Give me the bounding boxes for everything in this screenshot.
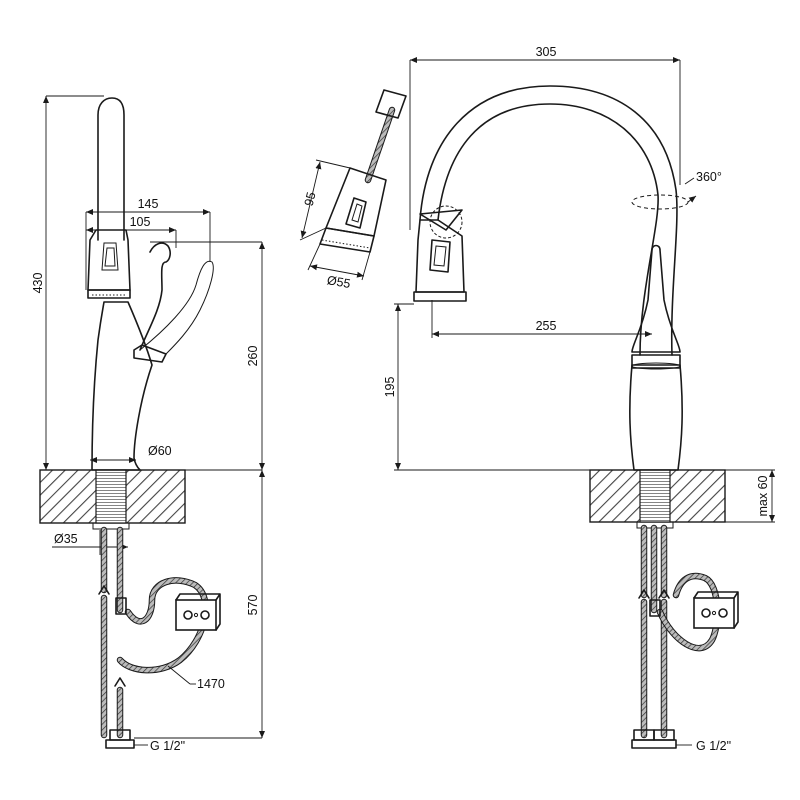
supply-hoses-right	[631, 524, 721, 749]
head-detail-nozzle	[319, 227, 375, 253]
side-view: 430 145 105 260 Ø60 Ø35	[31, 95, 265, 753]
dim-label-305: 305	[536, 45, 557, 59]
supply-hoses-left	[98, 526, 209, 749]
dim-line-d55	[309, 264, 365, 278]
mounting-sleeve-right	[639, 469, 671, 523]
sleeve-nut-left	[92, 522, 130, 530]
lever-base-side	[133, 344, 167, 363]
spray-head-front	[415, 219, 465, 293]
dim-label-1470: 1470	[197, 677, 225, 691]
head-window-front	[429, 239, 451, 273]
dim-label-d55: Ø55	[326, 273, 352, 291]
dim-label-d35: Ø35	[54, 532, 78, 546]
spout-tube-side	[97, 97, 125, 241]
aerator-side	[87, 289, 131, 299]
faucet-body-side	[91, 301, 153, 471]
collar-front	[631, 354, 681, 369]
dim-label-145: 145	[138, 197, 159, 211]
dim-label-max60: max 60	[756, 475, 770, 516]
head-window-side	[101, 242, 119, 271]
lever-handle-side	[139, 242, 171, 351]
dim-label-105: 105	[130, 215, 151, 229]
head-detail-view: 95 Ø55	[299, 89, 407, 291]
dim-line-95	[300, 161, 322, 239]
dim-label-d60: Ø60	[148, 444, 172, 458]
connection-label-right: G 1/2"	[696, 739, 731, 753]
dim-label-260: 260	[246, 346, 260, 367]
detail-marker	[429, 205, 463, 239]
rotation-label: 360°	[696, 170, 722, 184]
mounting-sleeve-left	[95, 469, 127, 524]
gooseneck-spout-inner	[419, 85, 678, 356]
dim-label-195: 195	[383, 377, 397, 398]
gooseneck-spout	[437, 103, 659, 356]
faucet-body-front	[629, 364, 683, 471]
head-detail-fitting	[375, 89, 407, 119]
head-detail-window	[345, 197, 367, 229]
dim-label-430: 430	[31, 273, 45, 294]
dim-label-570: 570	[246, 595, 260, 616]
aerator-front	[413, 291, 467, 302]
head-window-inner-side	[104, 247, 116, 267]
head-detail-body	[325, 167, 387, 237]
lever-swing-outline	[139, 260, 214, 355]
counterweight-right	[693, 591, 739, 629]
counterweight-left	[175, 593, 221, 631]
front-view: 360° 305 255 195 max 60	[383, 45, 775, 753]
dim-label-95: 95	[302, 191, 319, 208]
connection-label-left: G 1/2"	[150, 739, 185, 753]
rotation-indicator	[631, 194, 689, 210]
dim-label-255: 255	[536, 319, 557, 333]
